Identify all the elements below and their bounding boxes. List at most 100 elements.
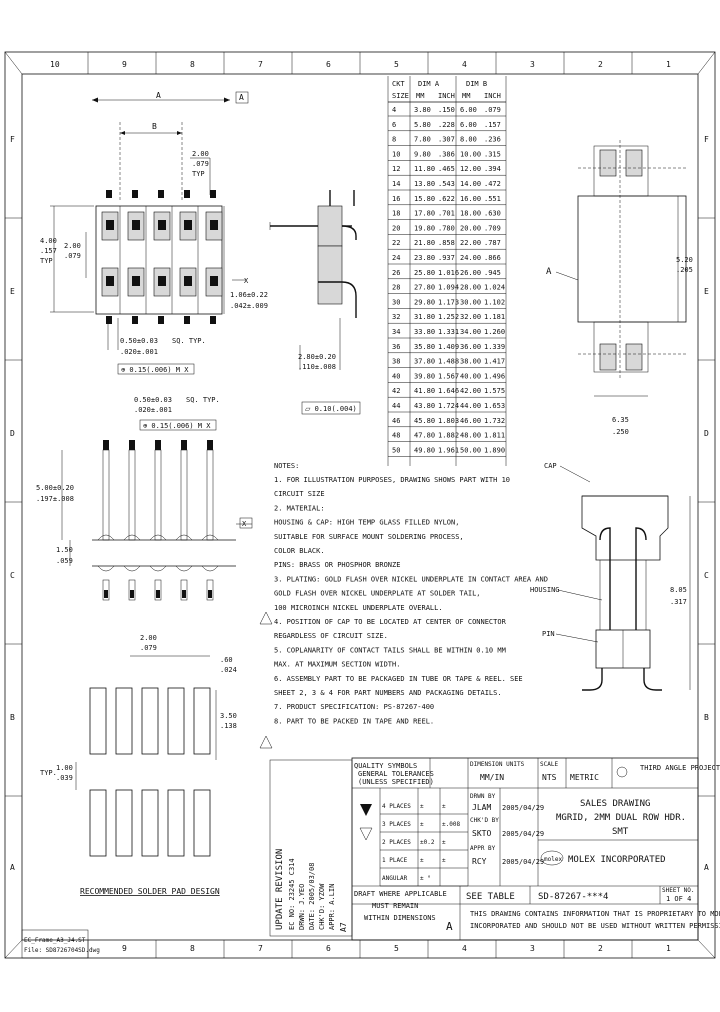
table-cell: 8 — [392, 136, 396, 144]
table-cell: .787 — [484, 239, 501, 247]
revision-line: DATE: 2005/03/08 — [308, 863, 316, 930]
dim-units-label: DIMENSION UNITS — [470, 761, 525, 768]
appr-label: APPR BY — [470, 845, 496, 852]
pin-square — [106, 220, 114, 230]
note-line: 5. COPLANARITY OF CONTACT TAILS SHALL BE… — [274, 646, 506, 654]
zone-label-bottom: 4 — [462, 944, 467, 953]
table-cell: 23.80 — [414, 254, 435, 262]
table-cell: 48 — [392, 432, 400, 440]
pin-body — [180, 449, 188, 541]
tolerance-mm: ± — [420, 803, 424, 810]
pitch-in: .079 — [192, 160, 209, 168]
note-line: 7. PRODUCT SPECIFICATION: PS-87267-400 — [274, 703, 434, 711]
zone-label-left: D — [10, 429, 15, 438]
table-cell: 18 — [392, 210, 400, 218]
pin-foot — [102, 579, 110, 601]
solder-pad-bottom — [141, 789, 159, 857]
title-line-1: SALES DRAWING — [580, 799, 650, 809]
tolerance-place: 1 PLACE — [382, 857, 408, 864]
note-line: 6. ASSEMBLY PART TO BE PACKAGED IN TUBE … — [274, 675, 523, 683]
table-cell: .465 — [438, 165, 455, 173]
pin-bend — [201, 534, 219, 541]
drwn-date: 2005/04/29 — [502, 804, 544, 812]
table-cell: .307 — [438, 136, 455, 144]
tolerance-mm: ± ° — [420, 875, 431, 882]
pin-bend — [175, 565, 193, 572]
note-line: CIRCUIT SIZE — [274, 490, 325, 498]
table-cell: 6.00 — [460, 121, 477, 129]
bottom-gap-in: .059 — [56, 557, 73, 565]
third-angle: THIRD ANGLE PROJECTION — [640, 764, 720, 772]
zone-label-right: D — [704, 429, 709, 438]
table-cell: 9.80 — [414, 150, 431, 158]
pad-gap-mm: 1.00 — [56, 764, 73, 772]
zone-label-top: 7 — [258, 60, 263, 69]
chk-label: CHK'D BY — [470, 817, 499, 824]
dim-a-box: A — [239, 93, 244, 102]
pin-tip — [158, 316, 164, 324]
title-line-2: MGRID, 2MM DUAL ROW HDR. — [556, 813, 686, 823]
table-cell: 7.80 — [414, 136, 431, 144]
table-cell: 36.00 — [460, 343, 481, 351]
dim-a-label: A — [156, 91, 161, 100]
note-line: SUITABLE FOR SURFACE MOUNT SOLDERING PRO… — [274, 533, 464, 541]
pin-tip — [132, 316, 138, 324]
unless-specified: (UNLESS SPECIFIED) — [358, 778, 434, 786]
table-cell: 3.80 — [414, 106, 431, 114]
zone-label-bottom: 1 — [666, 944, 671, 953]
pin-bend — [149, 565, 167, 572]
assembly-top-view: A 5.20 .205 6.35 .250 — [546, 140, 693, 436]
table-cell: 46 — [392, 417, 400, 425]
datum-x-2: X — [242, 520, 247, 528]
table-cell: .386 — [438, 150, 455, 158]
table-cell: 14 — [392, 180, 400, 188]
table-cell: 38 — [392, 358, 400, 366]
pad-gap-typ: TYP. — [40, 769, 57, 777]
pin-foot-mark — [130, 590, 134, 598]
pin-bend — [123, 565, 141, 572]
row-height-in: .157 — [40, 247, 57, 255]
table-cell: 32.00 — [460, 313, 481, 321]
revision-title: UPDATE REVISION — [275, 849, 285, 930]
table-cell: .622 — [438, 195, 455, 203]
title-block: QUALITY SYMBOLS GENERAL TOLERANCES (UNLE… — [351, 757, 720, 941]
pin-tip — [181, 440, 187, 450]
notes-title: NOTES: — [274, 462, 299, 470]
tail-length-in: .110±.008 — [298, 363, 336, 371]
assembly-width-mm: 6.35 — [612, 416, 629, 424]
sq-dim-mm: 0.50±0.03 — [120, 337, 158, 345]
table-cell: 47.80 — [414, 432, 435, 440]
pin-bend — [201, 565, 219, 572]
zone-label-top: 8 — [190, 60, 195, 69]
company-name: MOLEX INCORPORATED — [568, 855, 666, 865]
table-cell: 1.890 — [484, 446, 505, 454]
pin-square — [210, 276, 218, 286]
dim-b-label: B — [152, 122, 157, 131]
table-cell: 1.882 — [438, 432, 459, 440]
table-cell: 6 — [392, 121, 396, 129]
pin-tip — [184, 316, 190, 324]
table-cell: 4 — [392, 106, 396, 114]
table-cell: 1.181 — [484, 313, 505, 321]
zone-label-right: E — [704, 287, 709, 296]
file-info: EC_Frame_A3_J4.ST File: SD8726704SD.dwg — [21, 929, 100, 959]
note-line: PINS: BRASS OR PHOSPHOR BRONZE — [274, 561, 400, 569]
table-cell: 46.00 — [460, 417, 481, 425]
zone-label-right: B — [704, 713, 709, 722]
note-line: 8. PART TO BE PACKED IN TAPE AND REEL. — [274, 717, 434, 725]
zone-label-left: F — [10, 135, 15, 144]
revision-sheet: A7 — [339, 922, 348, 932]
bottom-height-mm: 5.00±0.20 — [36, 484, 74, 492]
revision-line: CHK'D: YZOW — [318, 883, 326, 930]
row-height-mm: 4.00 — [40, 237, 57, 245]
quality-symbols: QUALITY SYMBOLS — [354, 762, 417, 770]
table-cell: 33.80 — [414, 328, 435, 336]
table-cell: 1.724 — [438, 402, 459, 410]
table-cell: .157 — [484, 121, 501, 129]
pin-tip — [106, 316, 112, 324]
table-cell: 25.80 — [414, 269, 435, 277]
pin-body — [128, 449, 136, 541]
proprietary-line-1: THIS DRAWING CONTAINS INFORMATION THAT I… — [470, 910, 720, 918]
solder-pad-top — [167, 687, 185, 755]
